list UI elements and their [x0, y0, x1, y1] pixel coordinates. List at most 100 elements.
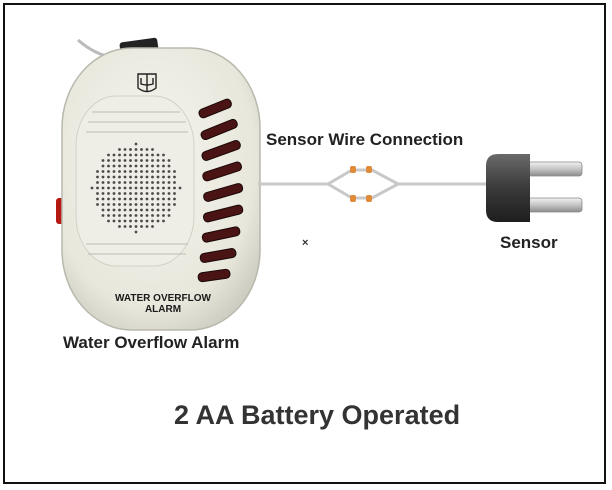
grille-dot: [90, 186, 94, 190]
grille-dot: [118, 208, 121, 212]
grille-dot: [101, 170, 105, 173]
grille-dot: [107, 164, 110, 168]
grille-dot: [118, 175, 121, 179]
grille-dot: [167, 159, 171, 162]
grille-dot: [129, 181, 132, 184]
grille-dot: [151, 153, 154, 157]
grille-dot: [151, 219, 154, 223]
grille-dot: [134, 192, 138, 195]
grille-dot: [162, 175, 165, 179]
grille-dot: [173, 186, 176, 190]
grille-dot: [151, 170, 154, 173]
ridge-lines: [86, 111, 188, 255]
grille-dot: [107, 175, 110, 179]
grille-dot: [129, 153, 132, 157]
grille-dot: [151, 148, 154, 151]
sensor-probe: [486, 154, 583, 222]
grille-dot: [140, 159, 143, 162]
grille-dot: [173, 175, 176, 179]
grille-dot: [96, 197, 99, 201]
grille-dot: [101, 203, 105, 206]
grille-dot: [129, 219, 132, 223]
grille-dot: [123, 186, 127, 190]
grille-dot: [145, 203, 149, 206]
grille-dot: [151, 197, 154, 201]
grille-dot: [145, 175, 149, 179]
grille-dot: [118, 181, 121, 184]
grille-dot: [134, 148, 138, 151]
grille-dot: [118, 225, 121, 228]
grille-dot: [145, 153, 149, 157]
grille-dot: [107, 192, 110, 195]
grille-dot: [118, 186, 121, 190]
grille-dot: [101, 197, 105, 201]
grille-dot: [167, 197, 171, 201]
grille-dot: [151, 214, 154, 217]
grille-dot: [134, 153, 138, 157]
cross-mark-icon: ×: [302, 237, 309, 249]
grille-dot: [167, 192, 171, 195]
grille-dot: [140, 164, 143, 168]
grille-dot: [134, 159, 138, 162]
grille-dot: [96, 175, 99, 179]
grille-dot: [156, 208, 160, 212]
grille-dot: [162, 153, 165, 157]
grille-dot: [96, 170, 99, 173]
grille-dot: [167, 170, 171, 173]
grille-dot: [107, 186, 110, 190]
grille-dot: [112, 219, 116, 223]
grille-dot: [140, 175, 143, 179]
grille-dot: [162, 181, 165, 184]
grille-dot: [156, 170, 160, 173]
grille-dot: [145, 148, 149, 151]
grille-dot: [140, 197, 143, 201]
grille-dot: [156, 214, 160, 217]
grille-dot: [173, 192, 176, 195]
grille-dot: [173, 197, 176, 201]
grille-dot: [123, 219, 127, 223]
grille-dot: [96, 203, 99, 206]
grille-dot: [107, 219, 110, 223]
grille-dot: [107, 208, 110, 212]
grille-dot: [140, 214, 143, 217]
grille-dot: [134, 142, 138, 146]
grille-dot: [123, 153, 127, 157]
grille-dot: [112, 214, 116, 217]
grille-dot: [140, 208, 143, 212]
grille-dot: [151, 164, 154, 168]
grille-dot: [162, 197, 165, 201]
grille-dot: [112, 186, 116, 190]
grille-dot: [145, 164, 149, 168]
grille-dot: [118, 164, 121, 168]
grille-dot: [140, 186, 143, 190]
grille-dot: [107, 159, 110, 162]
grille-dot: [145, 170, 149, 173]
grille-dot: [134, 219, 138, 223]
grille-dot: [118, 197, 121, 201]
grille-dot: [107, 181, 110, 184]
grille-dot: [151, 203, 154, 206]
grille-dot: [167, 164, 171, 168]
grille-dot: [162, 203, 165, 206]
grille-dot: [145, 181, 149, 184]
sensor-label: Sensor: [500, 233, 558, 252]
grille-dot: [156, 175, 160, 179]
grille-dot: [162, 164, 165, 168]
grille-dot: [118, 153, 121, 157]
grille-dot: [112, 181, 116, 184]
grille-dot: [145, 214, 149, 217]
grille-dot: [162, 214, 165, 217]
device-text-line1: WATER OVERFLOW: [115, 293, 211, 304]
grille-dot: [151, 181, 154, 184]
grille-dot: [123, 192, 127, 195]
grille-dot: [134, 203, 138, 206]
grille-dot: [101, 181, 105, 184]
grille-dot: [129, 197, 132, 201]
grille-dot: [118, 192, 121, 195]
grille-dot: [156, 197, 160, 201]
grille-dot: [140, 181, 143, 184]
grille-dot: [140, 192, 143, 195]
grille-dot: [167, 214, 171, 217]
grille-dot: [140, 225, 143, 228]
device-text-line2: ALARM: [144, 304, 182, 315]
